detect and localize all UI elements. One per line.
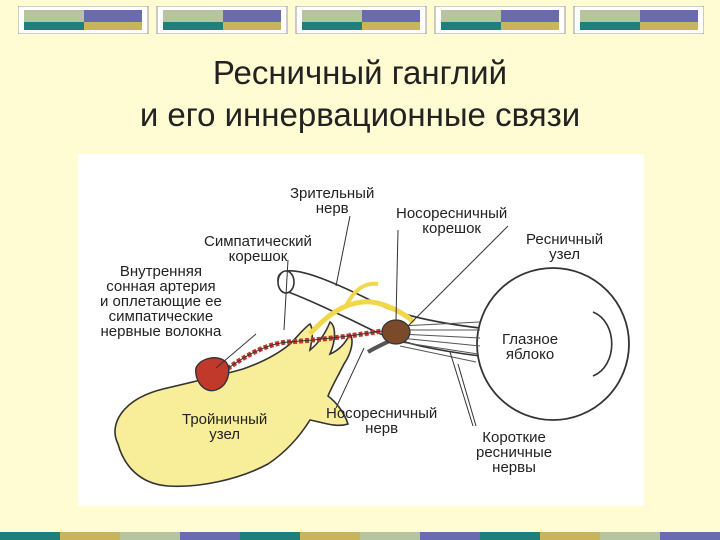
label-optic-nerve: Зрительный нерв: [290, 186, 374, 216]
ciliary-ganglion-shape: [382, 320, 410, 344]
label-eyeball: Глазное яблоко: [502, 332, 558, 362]
label-nasociliary-root: Носоресничный корешок: [396, 206, 507, 236]
label-sympathetic-root: Симпатический корешок: [204, 234, 312, 264]
label-trigeminal-ganglion: Тройничный узел: [182, 412, 267, 442]
top-decorative-strip: [18, 6, 704, 34]
trigeminal-ganglion-shape: [115, 322, 352, 486]
slide-title: Ресничный ганглий и его иннервационные с…: [0, 52, 720, 136]
label-internal-carotid: Внутренняя сонная артерия и оплетающие е…: [100, 264, 222, 339]
internal-carotid-shape: [196, 358, 229, 391]
ciliary-ganglion-diagram: Зрительный нерв Носоресничный корешок Ре…: [78, 154, 644, 506]
title-line-2: и его иннервационные связи: [0, 94, 720, 136]
title-line-1: Ресничный ганглий: [0, 52, 720, 94]
bottom-decorative-strip: [0, 532, 720, 540]
label-nasociliary-nerve: Носоресничный нерв: [326, 406, 437, 436]
label-short-ciliary-nerves: Короткие ресничные нервы: [476, 430, 552, 475]
label-ciliary-ganglion: Ресничный узел: [526, 232, 603, 262]
